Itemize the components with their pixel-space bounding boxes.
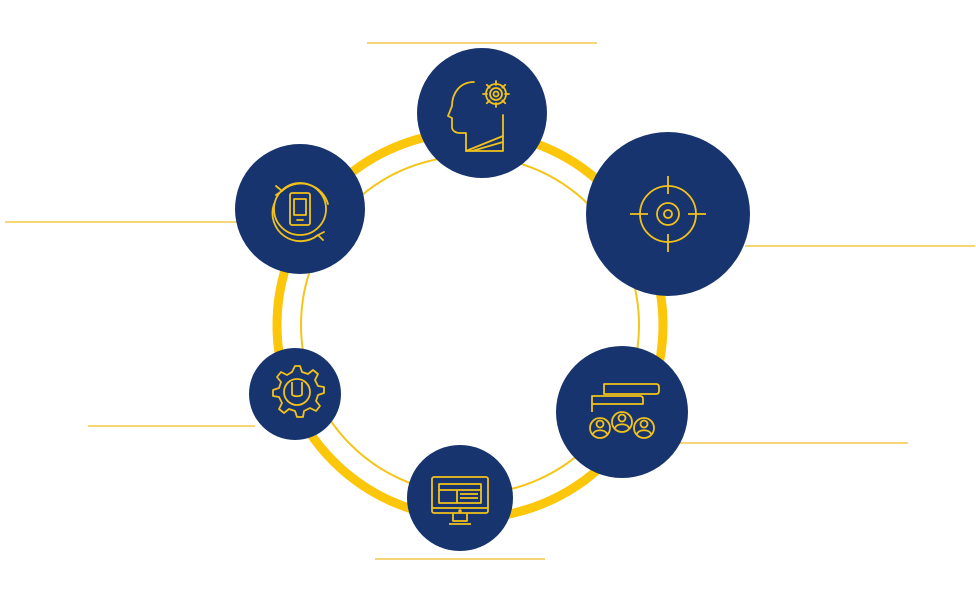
node-wrench-gear (249, 348, 341, 440)
device-sync-icon (271, 182, 329, 243)
node-target (586, 132, 750, 296)
node-monitor (407, 445, 513, 551)
head-gear-icon (447, 80, 510, 152)
wrench-gear-icon (272, 365, 325, 418)
target-icon (630, 176, 706, 252)
team-chat-icon (589, 383, 660, 439)
node-device-sync (235, 144, 365, 274)
node-head-gear (417, 48, 547, 178)
monitor-layout-icon (431, 476, 489, 525)
node-team-chat (556, 346, 688, 478)
